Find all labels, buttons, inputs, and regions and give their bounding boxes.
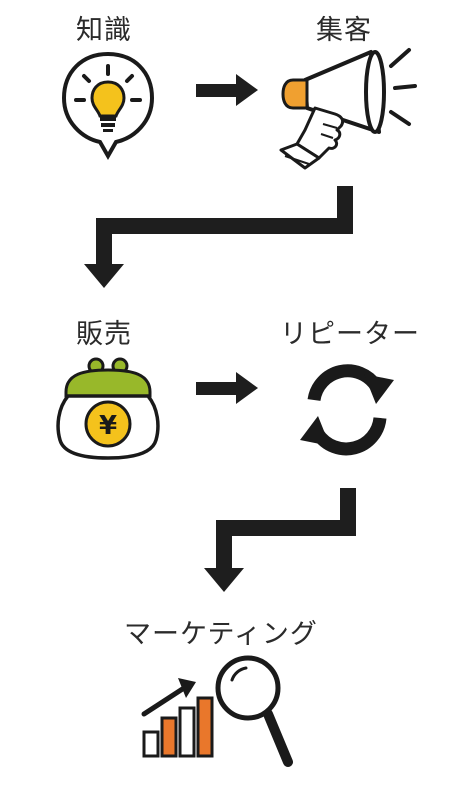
refresh-cycle-icon (292, 360, 402, 460)
step-label-sales: 販売 (76, 319, 132, 350)
step-label-marketing: マーケティング (124, 619, 318, 650)
lightbulb-icon (58, 50, 158, 168)
arrow-right-icon (196, 372, 258, 404)
step-label-knowledge: 知識 (76, 15, 132, 46)
growth-chart-magnifier-icon (138, 652, 298, 772)
megaphone-icon (275, 40, 425, 170)
connector-arrow-down-icon (200, 488, 370, 596)
arrow-right-icon (196, 74, 258, 106)
yen-symbol: ¥ (99, 411, 117, 441)
connector-arrow-down-icon (80, 186, 365, 292)
purse-icon: ¥ (54, 356, 162, 462)
step-label-attract: 集客 (316, 15, 372, 46)
step-label-repeater: リピーター (280, 319, 420, 350)
